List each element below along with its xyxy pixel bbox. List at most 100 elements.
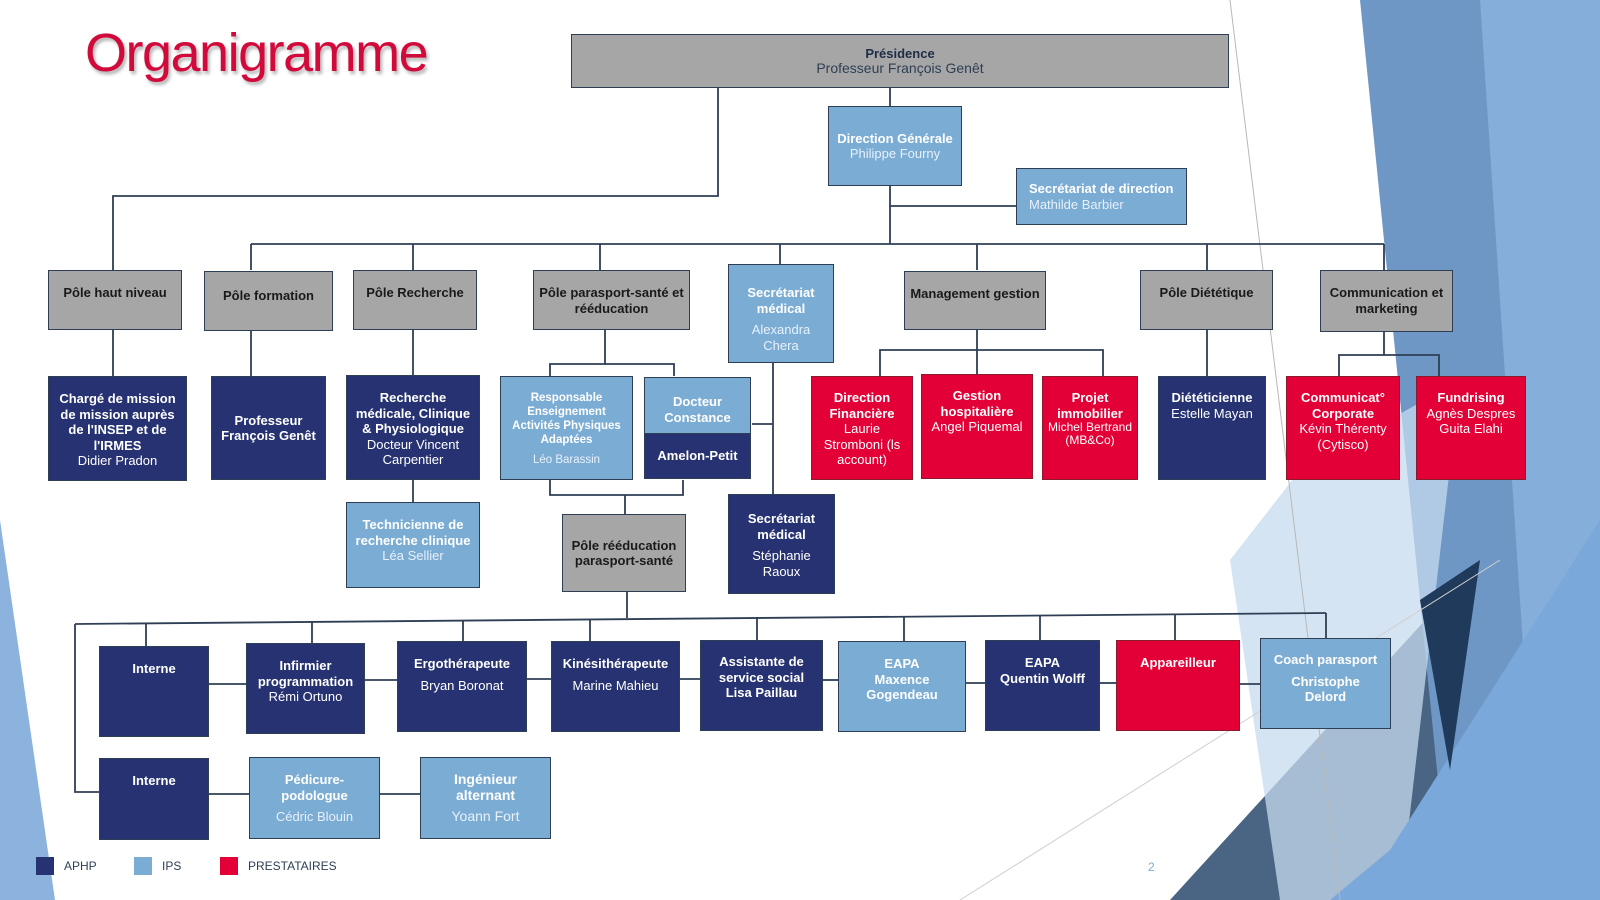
staff-row1-2-title: Ergothérapeute [413,656,511,671]
pole-formation[interactable]: Pôle formation [204,271,333,331]
pole-recherche[interactable]: Pôle Recherche [353,270,477,330]
pole-formation-title: Pôle formation [222,288,314,303]
docteur-constance-title: Docteur Constance [664,394,731,425]
legend-ips-label: IPS [162,859,182,873]
projet-immobilier-name: Michel Bertrand (MB&Co) [1047,420,1133,447]
recherche-medicale-title: Recherche médicale, Clinique & Physiolog… [355,390,471,436]
responsable-apa-box[interactable]: Responsable Enseignement Activités Physi… [500,376,633,480]
staff-ergotherapeute[interactable]: Ergothérapeute Bryan Boronat [397,641,527,732]
secretariat-direction-box[interactable]: Secrétariat de direction Mathilde Barbie… [1016,168,1187,225]
pole-haut-niveau-title: Pôle haut niveau [63,285,167,300]
staff-row1-5-name: Maxence Gogendeau [866,671,938,703]
page-title: Organigramme [85,23,429,83]
presidence-title: Présidence [865,45,935,61]
presidence-name: Professeur François Genêt [816,60,984,76]
pole-management[interactable]: Management gestion [904,271,1046,330]
staff-assistante-sociale[interactable]: Assistante de service social Lisa Pailla… [700,640,823,731]
staff-row1-5-title: EAPA [884,656,920,671]
technicienne-title: Technicienne de recherche clinique [355,517,471,548]
staff-row1-3-name: Marine Mahieu [572,677,659,693]
secretariat-medical-2-name: Stéphanie Raoux [752,548,811,579]
staff-row2-2-title: Ingénieur alternant [453,771,517,803]
recherche-medicale-box[interactable]: Recherche médicale, Clinique & Physiolog… [346,375,480,480]
projet-immobilier-box[interactable]: Projet immobilier Michel Bertrand (MB&Co… [1042,376,1138,480]
responsable-apa-name: Léo Barassin [532,454,601,466]
pole-dietetique[interactable]: Pôle Diététique [1140,270,1273,330]
staff-appareilleur[interactable]: Appareilleur [1116,640,1240,731]
secretariat-direction-name: Mathilde Barbier [1029,196,1124,212]
staff-eapa-maxence[interactable]: EAPA Maxence Gogendeau [838,641,966,732]
secretariat-direction-title: Secrétariat de direction [1029,181,1174,196]
staff-coach-parasport[interactable]: Coach parasport Christophe Delord [1260,638,1391,729]
staff-infirmier[interactable]: Infirmier programmation Rémi Ortuno [246,643,365,734]
gestion-hospitaliere-name: Angel Piquemal [931,419,1023,434]
dark-accent-shape [1420,560,1480,770]
prof-formation-box[interactable]: Professeur François Genêt [211,376,326,480]
prof-formation-title: Professeur François Genêt [221,412,316,444]
communication-corporate-box[interactable]: Communicat° Corporate Kévin Thérenty (Cy… [1286,376,1400,480]
fundrising-name: Agnès Despres Guita Elahi [1426,405,1516,437]
dieteticienne-name: Estelle Mayan [1171,405,1253,421]
pole-recherche-title: Pôle Recherche [366,285,464,300]
staff-row1-4-title: Assistante de service social [718,654,805,685]
legend-prestataires: PRESTATAIRES [220,857,337,875]
presidence-box[interactable]: Présidence Professeur François Genêt [571,34,1229,88]
pole-communication[interactable]: Communication et marketing [1320,270,1453,332]
pole-haut-niveau[interactable]: Pôle haut niveau [48,270,182,330]
staff-row1-0-title: Interne [132,661,176,676]
legend-aphp-label: APHP [64,859,97,873]
staff-row2-1-title: Pédicure-podologue [281,772,348,803]
pole-reeducation-box[interactable]: Pôle rééducation parasport-santé [562,514,686,592]
staff-interne-2[interactable]: Interne [99,758,209,840]
left-accent-shape [0,520,55,900]
docteur-constance-box[interactable]: Docteur Constance Amelon-Petit [644,377,751,479]
staff-row1-7-title: Appareilleur [1140,655,1216,670]
communication-corporate-title: Communicat° Corporate [1301,390,1385,421]
staff-row1-6-name: Quentin Wolff [1000,670,1085,686]
charge-mission-name: Didier Pradon [77,453,158,468]
bottom-right-blue [1330,520,1600,900]
technicienne-box[interactable]: Technicienne de recherche clinique Léa S… [346,502,480,588]
recherche-medicale-name: Docteur Vincent Carpentier [366,436,460,468]
secretariat-medical-stephanie[interactable]: Secrétariat médical Stéphanie Raoux [728,494,835,594]
staff-row1-4-name: Lisa Paillau [725,685,798,700]
staff-kinesitherapeute[interactable]: Kinésithérapeute Marine Mahieu [551,641,680,732]
staff-row1-2-name: Bryan Boronat [420,677,504,693]
secretariat-medical-1-title: Secrétariat médical [747,285,815,316]
responsable-apa-title: Responsable Enseignement Activités Physi… [512,392,621,446]
staff-eapa-quentin[interactable]: EAPA Quentin Wolff [985,640,1100,731]
communication-corporate-name: Kévin Thérenty (Cytisco) [1299,421,1387,452]
fundrising-title: Fundrising [1437,390,1505,405]
pole-dietetique-title: Pôle Diététique [1159,285,1254,300]
page-number: 2 [1148,860,1155,874]
pole-management-title: Management gestion [910,286,1040,301]
projet-immobilier-title: Projet immobilier [1057,390,1123,421]
staff-row1-8-title: Coach parasport [1273,652,1378,667]
staff-row2-1-name: Cédric Blouin [275,809,354,824]
direction-financiere-title: Direction Financière [829,390,895,421]
gestion-hospitaliere-box[interactable]: Gestion hospitalière Angel Piquemal [921,374,1033,479]
direction-generale-title: Direction Générale [837,130,953,146]
pole-reeducation-title: Pôle rééducation parasport-santé [571,537,677,569]
secretariat-medical-2-title: Secrétariat médical [747,511,816,542]
secretariat-medical-alexandra[interactable]: Secrétariat médical Alexandra Chera [728,264,834,363]
staff-pedicure[interactable]: Pédicure-podologue Cédric Blouin [249,757,380,839]
direction-financiere-box[interactable]: Direction Financière Laurie Stromboni (l… [811,376,913,480]
secretariat-medical-1-name: Alexandra Chera [751,322,811,353]
pole-parasport-title: Pôle parasport-santé et rééducation [539,285,684,316]
staff-row1-6-title: EAPA [1024,655,1061,670]
fundrising-box[interactable]: Fundrising Agnès Despres Guita Elahi [1416,376,1526,480]
staff-ingenieur[interactable]: Ingénieur alternant Yoann Fort [420,757,551,839]
staff-row1-1-title: Infirmier programmation [257,658,354,689]
gestion-hospitaliere-title: Gestion hospitalière [940,388,1014,419]
pole-parasport[interactable]: Pôle parasport-santé et rééducation [533,270,690,330]
dieteticienne-box[interactable]: Diététicienne Estelle Mayan [1158,376,1266,480]
direction-generale-box[interactable]: Direction Générale Philippe Fourny [828,106,962,186]
staff-interne-1[interactable]: Interne [99,646,209,737]
staff-row1-1-name: Rémi Ortuno [268,689,343,704]
charge-mission-box[interactable]: Chargé de mission de mission auprès de l… [48,376,187,481]
technicienne-name: Léa Sellier [382,548,444,563]
legend-ips-swatch [134,857,152,875]
pole-communication-title: Communication et marketing [1329,285,1444,316]
